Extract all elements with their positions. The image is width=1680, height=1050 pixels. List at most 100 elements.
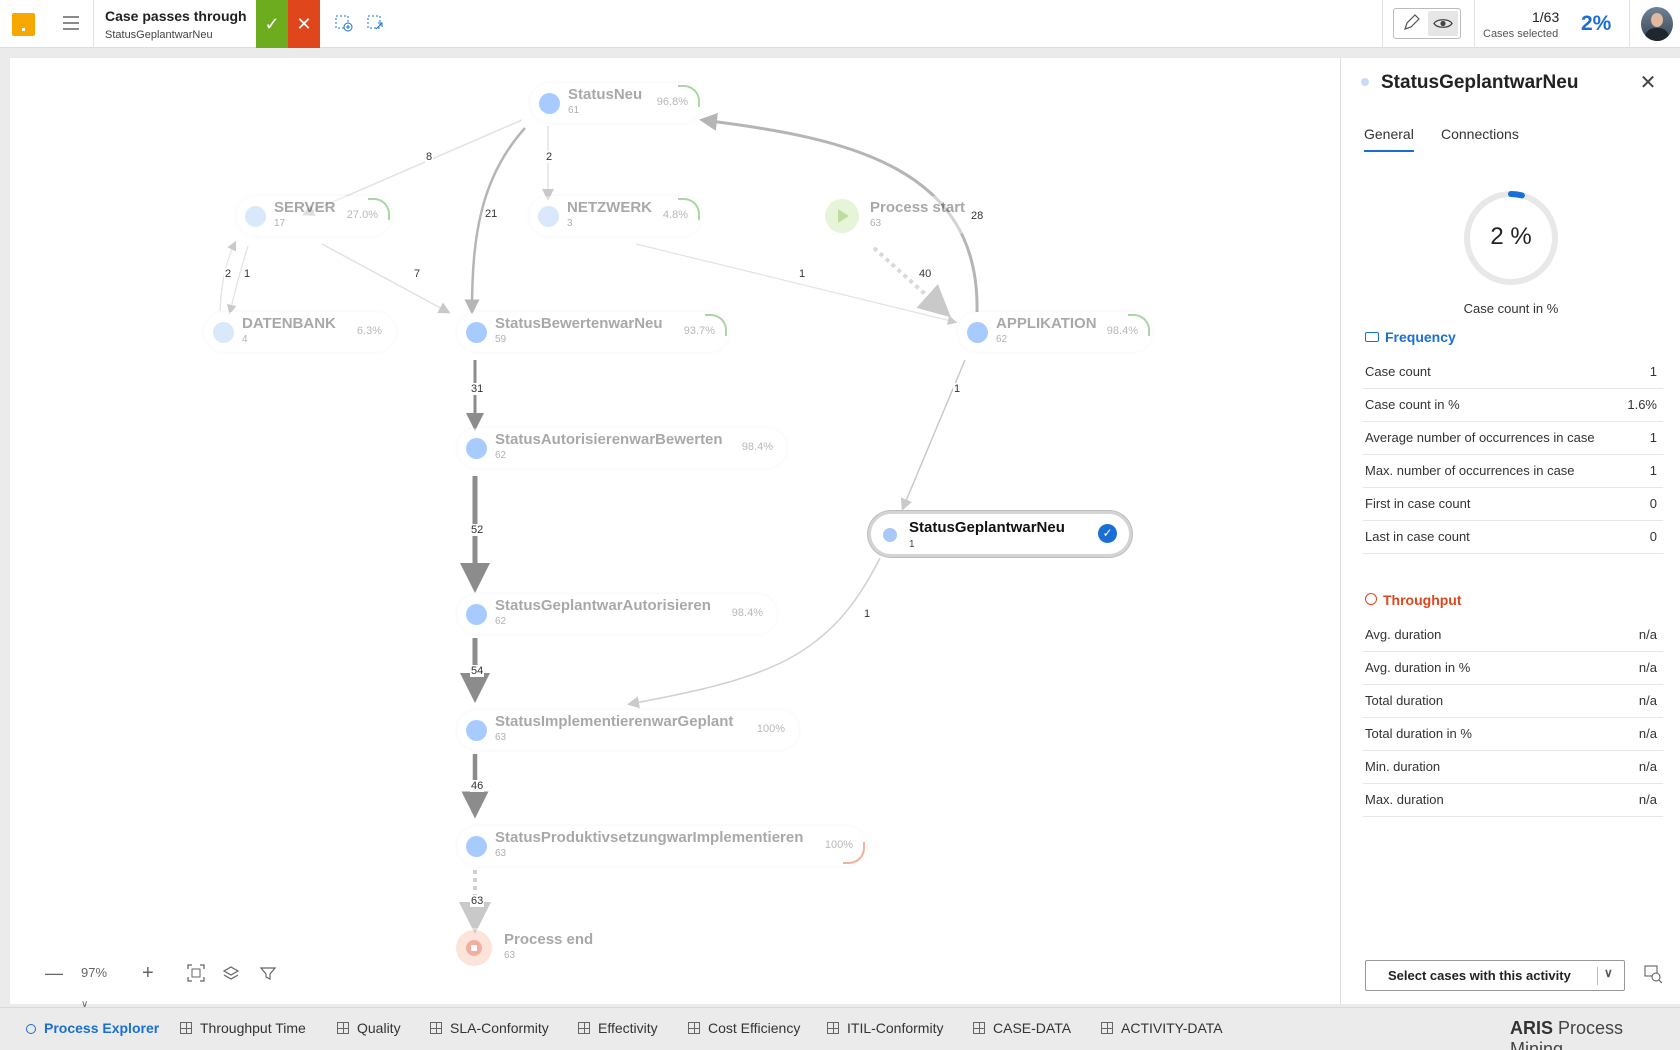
edge-label: 40 xyxy=(918,268,933,280)
activity-node-datenbank[interactable]: DATENBANK 4 6.3% xyxy=(204,312,396,352)
edge-geplant-impl[interactable] xyxy=(627,557,881,709)
activity-dot xyxy=(539,93,560,114)
user-avatar[interactable] xyxy=(1641,7,1673,41)
case-count-donut xyxy=(1464,191,1558,285)
stat-key: Case count in % xyxy=(1365,397,1460,412)
edge-label: 31 xyxy=(470,383,485,395)
edge-daten-server[interactable] xyxy=(226,245,249,315)
cases-selected-percent: 2% xyxy=(1581,12,1612,35)
activity-node-geplant-neu-selected[interactable]: StatusGeplantwarNeu 1 ✓ xyxy=(868,511,1132,557)
activity-node-autorisieren[interactable]: StatusAutorisierenwarBewerten 62 98.4% xyxy=(457,428,787,468)
frequency-icon xyxy=(1365,332,1379,342)
dashboard-icon xyxy=(1101,1022,1113,1034)
dashboard-icon xyxy=(430,1022,442,1034)
bottom-tab-quality[interactable]: Quality xyxy=(337,1020,401,1036)
edge-server-bewerten[interactable] xyxy=(321,243,451,314)
bottom-tab-cost-efficiency[interactable]: Cost Efficiency xyxy=(688,1020,800,1036)
bottom-tab-throughput-time[interactable]: Throughput Time xyxy=(180,1020,306,1036)
app-logo[interactable] xyxy=(12,13,35,36)
progress-arc xyxy=(1128,314,1150,336)
bottom-tab-activity-data[interactable]: ACTIVITY-DATA xyxy=(1101,1020,1223,1036)
apply-filter-button[interactable]: ✓ xyxy=(256,0,288,48)
stat-key: Min. duration xyxy=(1365,759,1441,774)
view-eye-icon[interactable] xyxy=(1428,11,1458,36)
hamburger-menu-icon[interactable] xyxy=(63,16,79,30)
bottom-tab-effectivity[interactable]: Effectivity xyxy=(578,1020,658,1036)
edge-label: 52 xyxy=(470,524,485,536)
zoom-in-icon[interactable]: + xyxy=(142,962,154,984)
activity-node-implementieren[interactable]: StatusImplementierenwarGeplant 63 100% xyxy=(457,710,799,750)
activity-dot xyxy=(1361,78,1369,86)
node-count: 4 xyxy=(242,334,248,345)
node-label: StatusImplementierenwarGeplant xyxy=(495,713,734,730)
node-percent: 100% xyxy=(756,723,785,735)
layers-icon[interactable] xyxy=(222,964,240,982)
node-label: NETZWERK xyxy=(567,199,652,216)
divider xyxy=(1629,0,1630,48)
brand-strong: ARIS xyxy=(1510,1018,1554,1038)
filter-subtitle: StatusGeplantwarNeu xyxy=(105,29,213,41)
activity-dot xyxy=(967,322,988,343)
activity-node-bewerten[interactable]: StatusBewertenwarNeu 59 93.7% xyxy=(457,312,729,352)
node-label: StatusGeplantwarNeu xyxy=(909,519,1065,536)
tab-label: Throughput Time xyxy=(200,1020,306,1036)
fit-to-screen-icon[interactable] xyxy=(187,964,205,982)
node-label: SERVER xyxy=(274,199,336,216)
activity-node-geplant-autorisieren[interactable]: StatusGeplantwarAutorisieren 62 98.4% xyxy=(457,594,777,634)
zoom-level-select[interactable]: 97% ∨ xyxy=(81,958,108,1010)
process-end-node[interactable]: Process end 63 xyxy=(454,928,614,968)
mode-toggle-group xyxy=(1393,8,1461,39)
activity-node-status-neu[interactable]: StatusNeu 61 96.8% xyxy=(530,83,702,123)
edge-neu-bewerten[interactable] xyxy=(464,127,526,315)
activity-node-produktivsetzung[interactable]: StatusProduktivsetzungwarImplementieren … xyxy=(457,826,867,866)
dashboard-icon xyxy=(973,1022,985,1034)
process-start-node[interactable]: Process start 63 xyxy=(822,196,972,236)
edge-app-neu[interactable] xyxy=(699,112,979,313)
edge-label: 28 xyxy=(970,210,985,222)
stat-row: Case count in %1.6% xyxy=(1363,389,1663,422)
node-label: StatusBewertenwarNeu xyxy=(495,315,663,332)
bottom-tab-sla-conformity[interactable]: SLA-Conformity xyxy=(430,1020,549,1036)
edge-start-app[interactable] xyxy=(872,246,951,318)
activity-node-netzwerk[interactable]: NETZWERK 3 4.8% xyxy=(529,196,702,236)
edge-netzwerk-app[interactable] xyxy=(635,243,958,325)
node-count: 61 xyxy=(568,105,580,116)
stat-key: Case count xyxy=(1365,364,1431,379)
bottom-tab-case-data[interactable]: CASE-DATA xyxy=(973,1020,1071,1036)
activity-node-server[interactable]: SERVER 17 27.0% xyxy=(236,196,392,236)
bottom-tab-itil-conformity[interactable]: ITIL-Conformity xyxy=(827,1020,943,1036)
edge-label: 2 xyxy=(224,268,233,280)
stat-row: Total duration in %n/a xyxy=(1363,718,1663,751)
stat-key: Last in case count xyxy=(1365,529,1470,544)
section-frequency: Frequency xyxy=(1365,329,1456,345)
tab-connections[interactable]: Connections xyxy=(1441,126,1519,142)
panel-title: StatusGeplantwarNeu xyxy=(1381,72,1579,93)
edit-pencil-icon[interactable] xyxy=(1396,11,1426,36)
edge-neu-server[interactable] xyxy=(302,119,523,216)
settings-filter-icon[interactable] xyxy=(259,964,277,982)
node-count: 62 xyxy=(996,334,1008,345)
tab-general[interactable]: General xyxy=(1364,126,1414,152)
section-title: Throughput xyxy=(1383,592,1462,608)
zoom-out-icon[interactable]: — xyxy=(45,963,63,983)
dashboard-icon xyxy=(827,1022,839,1034)
zoom-to-activity-icon[interactable] xyxy=(1643,964,1663,984)
node-count: 62 xyxy=(495,616,507,627)
zoom-level-value: 97% xyxy=(81,965,108,980)
close-icon[interactable]: ✕ xyxy=(1639,72,1657,94)
activity-node-applikation[interactable]: APPLIKATION 62 98.4% xyxy=(958,312,1152,352)
edge-label: 1 xyxy=(953,383,962,395)
discard-filter-button[interactable]: ✕ xyxy=(288,0,320,48)
dashboard-icon xyxy=(180,1022,192,1034)
stat-value: 1 xyxy=(1649,364,1657,379)
chevron-down-icon[interactable]: ∨ xyxy=(1604,966,1613,980)
invert-selection-icon[interactable] xyxy=(366,13,386,33)
select-cases-button[interactable]: Select cases with this activity ∨ xyxy=(1365,960,1625,991)
divider xyxy=(1382,0,1383,48)
add-selection-icon[interactable] xyxy=(334,13,354,33)
process-graph-canvas[interactable]: 8 2 21 28 40 2 1 7 1 31 1 52 1 54 46 63 … xyxy=(10,58,1340,1010)
bottom-tab-process-explorer[interactable]: Process Explorer xyxy=(26,1020,159,1036)
